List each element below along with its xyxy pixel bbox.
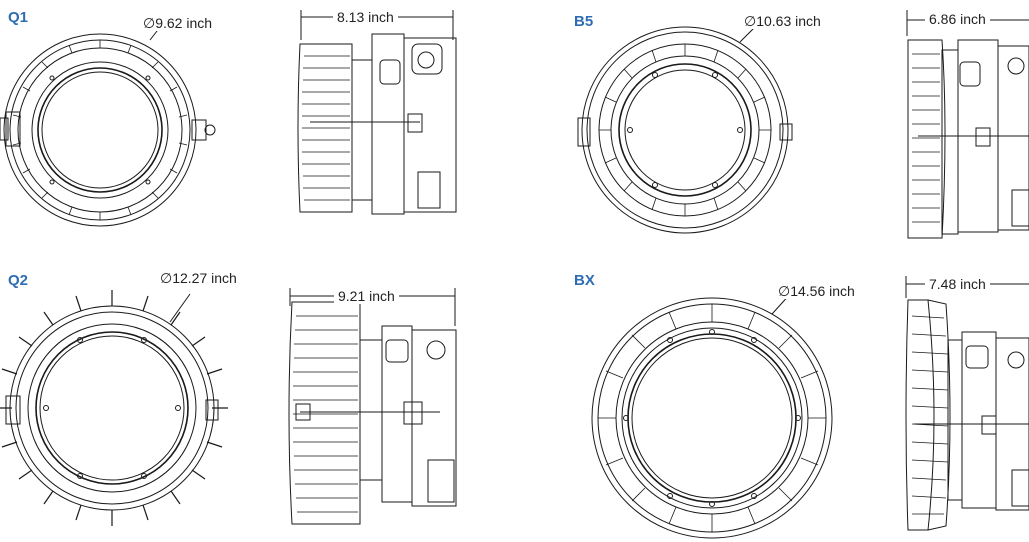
b5-diameter-label: ∅10.63 inch [744, 13, 821, 29]
bx-front-view [591, 297, 833, 539]
model-label-q2: Q2 [8, 272, 29, 289]
q2-side-view [288, 301, 457, 525]
model-label-bx: BX [574, 272, 595, 289]
q2-diameter-leader [169, 293, 191, 323]
q1-depth-label: 8.13 inch [333, 9, 398, 25]
q2-depth-label: 9.21 inch [334, 288, 399, 304]
q2-diameter-label: ∅12.27 inch [160, 270, 237, 286]
bx-diameter-label: ∅14.56 inch [778, 283, 855, 299]
model-label-q1: Q1 [8, 9, 29, 26]
q1-front-view [0, 33, 216, 227]
b5-side-view [907, 39, 1029, 239]
model-label-b5: B5 [574, 13, 594, 30]
q1-side-view [297, 33, 457, 215]
b5-depth-label: 6.86 inch [925, 11, 990, 27]
q1-diameter-label: ∅9.62 inch [143, 15, 213, 31]
q2-front-view [0, 290, 228, 526]
bx-depth-label: 7.48 inch [925, 276, 990, 292]
b5-front-view [577, 26, 793, 234]
bx-side-view [905, 299, 1029, 531]
